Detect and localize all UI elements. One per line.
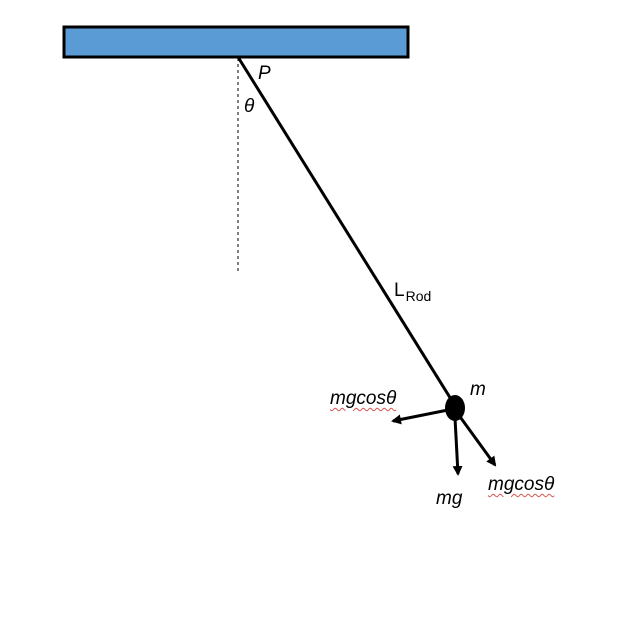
force-arrow-left — [391, 408, 449, 425]
force-right-label: mgcosθ — [488, 474, 555, 495]
weight-label: mg — [436, 488, 463, 509]
mass-label: m — [470, 379, 486, 400]
force-left-label: mgcosθ — [330, 388, 397, 409]
pivot-label: P — [258, 63, 271, 84]
pendulum-bob — [445, 395, 465, 421]
angle-label: θ — [244, 96, 255, 117]
rod-length-subscript: Rod — [405, 288, 432, 304]
rod-length-label: LRod — [394, 280, 431, 303]
pendulum-rod — [236, 56, 456, 405]
weight-arrow — [452, 417, 463, 476]
force-arrow-right — [456, 413, 497, 467]
ceiling-support — [62, 25, 410, 59]
rod-length-main: L — [394, 280, 405, 301]
